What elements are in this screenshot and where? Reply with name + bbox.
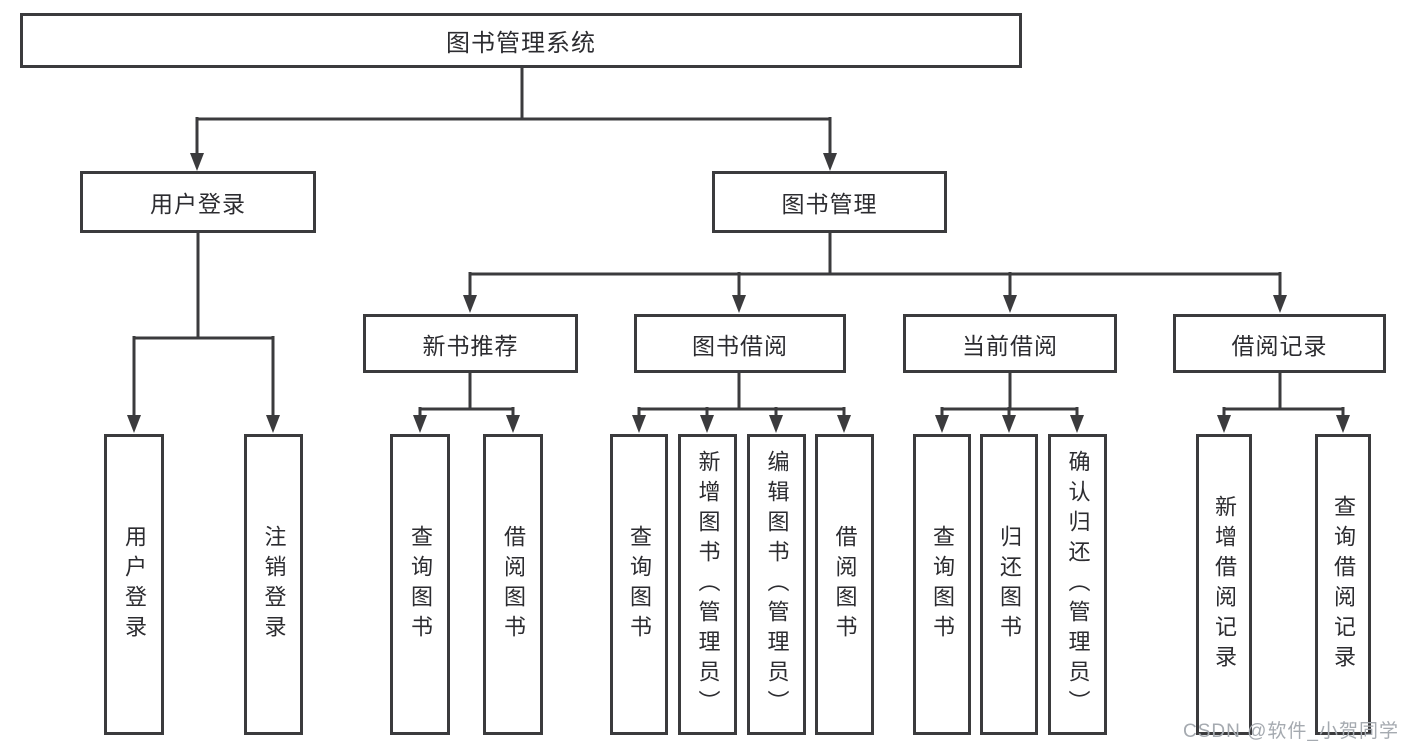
connector-records-to-leaves (1222, 373, 1345, 416)
arrowhead (632, 415, 646, 433)
leaf-confirm-return-admin-label: 确认归还（管理员） (1065, 449, 1091, 720)
arrowhead (1002, 415, 1016, 433)
leaf-query-books-recommend: 查询图书 (390, 434, 450, 735)
arrowhead (1070, 415, 1084, 433)
connector-newbook-to-leaves (418, 373, 515, 416)
leaf-borrow-books: 借阅图书 (815, 434, 874, 735)
leaf-query-books-current: 查询图书 (913, 434, 971, 735)
leaf-user-login-label: 用户登录 (122, 524, 147, 645)
node-root-label: 图书管理系统 (446, 30, 596, 57)
arrowhead (732, 295, 746, 313)
arrowhead (1217, 415, 1231, 433)
node-new-book-recommend-label: 新书推荐 (422, 332, 519, 359)
leaf-add-borrow-record-label: 新增借阅记录 (1212, 494, 1237, 675)
node-book-borrow: 图书借阅 (634, 314, 846, 373)
leaf-return-book: 归还图书 (980, 434, 1038, 735)
node-current-borrow: 当前借阅 (903, 314, 1117, 373)
node-book-management: 图书管理 (712, 171, 947, 233)
leaf-edit-book-admin-label: 编辑图书（管理员） (764, 449, 790, 720)
arrowhead (935, 415, 949, 433)
arrowhead (769, 415, 783, 433)
leaf-query-books-borrow: 查询图书 (610, 434, 668, 735)
arrowhead (1273, 295, 1287, 313)
arrowhead (700, 415, 714, 433)
connector-root-to-level2 (195, 68, 832, 154)
leaf-user-login: 用户登录 (104, 434, 164, 735)
arrowhead (1003, 295, 1017, 313)
arrowhead (837, 415, 851, 433)
leaf-return-book-label: 归还图书 (997, 524, 1022, 645)
leaf-add-borrow-record: 新增借阅记录 (1196, 434, 1252, 735)
node-user-login-label: 用户登录 (150, 191, 246, 217)
node-current-borrow-label: 当前借阅 (962, 332, 1058, 359)
arrowhead (190, 153, 204, 171)
leaf-query-books-borrow-label: 查询图书 (627, 524, 652, 645)
node-new-book-recommend: 新书推荐 (363, 314, 578, 373)
arrowhead (127, 415, 141, 433)
leaf-borrow-books-recommend: 借阅图书 (483, 434, 543, 735)
leaf-add-book-admin-label: 新增图书（管理员） (695, 449, 721, 720)
node-book-borrow-label: 图书借阅 (692, 332, 788, 359)
arrowhead (1336, 415, 1350, 433)
leaf-borrow-books-recommend-label: 借阅图书 (501, 524, 526, 645)
node-root: 图书管理系统 (20, 13, 1022, 68)
node-book-management-label: 图书管理 (781, 191, 878, 217)
watermark: CSDN @软件_小贺同学 (1183, 721, 1399, 742)
leaf-query-books-recommend-label: 查询图书 (408, 524, 433, 645)
arrowhead (463, 295, 477, 313)
node-borrow-records-label: 借阅记录 (1231, 332, 1328, 359)
connector-userlogin-to-leaves (132, 233, 275, 416)
arrowhead (506, 415, 520, 433)
leaf-logout-label: 注销登录 (261, 524, 287, 645)
leaf-confirm-return-admin: 确认归还（管理员） (1048, 434, 1107, 735)
arrowhead (413, 415, 427, 433)
arrowhead (266, 415, 280, 433)
leaf-edit-book-admin: 编辑图书（管理员） (747, 434, 806, 735)
connector-currentborrow-to-leaves (940, 373, 1079, 416)
leaf-query-books-current-label: 查询图书 (930, 524, 955, 645)
leaf-logout: 注销登录 (244, 434, 303, 735)
leaf-query-borrow-record: 查询借阅记录 (1315, 434, 1371, 735)
leaf-borrow-books-label: 借阅图书 (832, 524, 858, 645)
arrowhead (823, 153, 837, 171)
leaf-add-book-admin: 新增图书（管理员） (678, 434, 737, 735)
connector-bookmgmt-to-sections (468, 233, 1282, 296)
connector-bookborrow-to-leaves (637, 373, 846, 416)
node-borrow-records: 借阅记录 (1173, 314, 1386, 373)
leaf-query-borrow-record-label: 查询借阅记录 (1331, 494, 1356, 675)
node-user-login: 用户登录 (80, 171, 316, 233)
